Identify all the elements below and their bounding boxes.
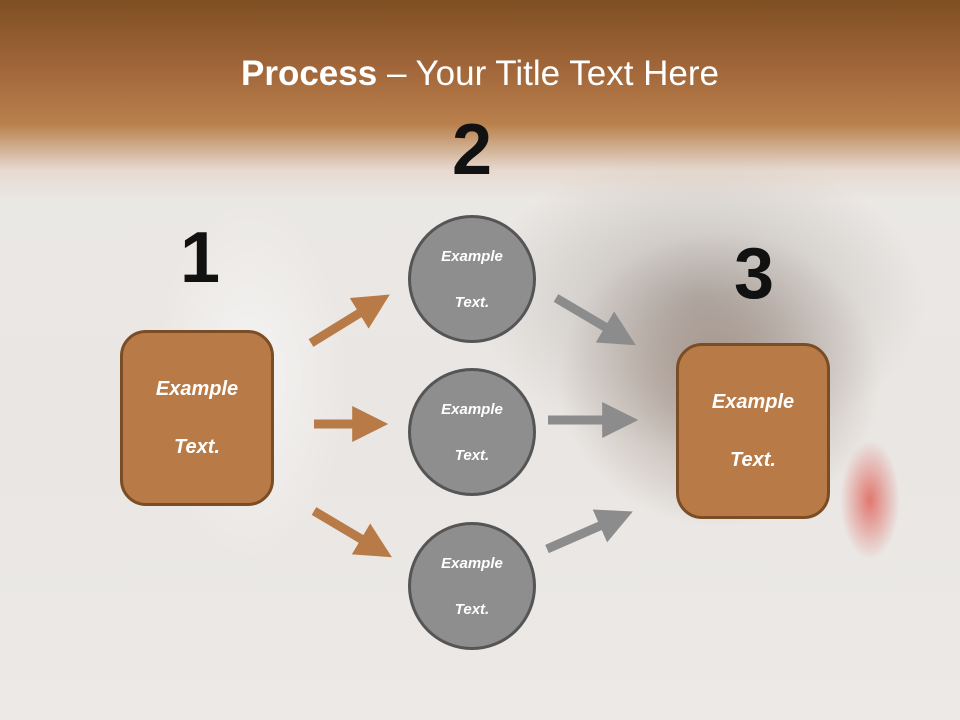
step-3-box-line-1: Example — [711, 390, 795, 413]
arrow-top-to-3 — [553, 294, 636, 346]
circle-top-line-2: Text. — [454, 293, 490, 311]
circle-top-line-1: Example — [441, 247, 503, 265]
arrow-bottom-to-3 — [545, 509, 633, 554]
title-banner — [0, 0, 960, 200]
title-rest: – Your Title Text Here — [377, 54, 719, 93]
step-number-1: 1 — [179, 218, 221, 298]
step-1-box-line-2: Text. — [174, 435, 220, 458]
circle-bottom-line-1: Example — [441, 554, 503, 572]
slide-title: Process – Your Title Text Here — [0, 52, 960, 96]
step-number-2: 2 — [451, 110, 493, 190]
step-3-box-line-2: Text. — [730, 448, 776, 471]
arrow-1-to-top — [308, 294, 390, 347]
title-bold: Process — [241, 54, 378, 93]
circle-middle-line-2: Text. — [454, 446, 490, 464]
step-1-box-line-1: Example — [155, 377, 239, 400]
background-red-accent — [840, 440, 900, 560]
circle-bottom-line-2: Text. — [454, 600, 490, 618]
circle-middle-line-1: Example — [441, 400, 503, 418]
arrow-1-to-bottom — [311, 507, 392, 558]
step-number-3: 3 — [733, 234, 775, 314]
